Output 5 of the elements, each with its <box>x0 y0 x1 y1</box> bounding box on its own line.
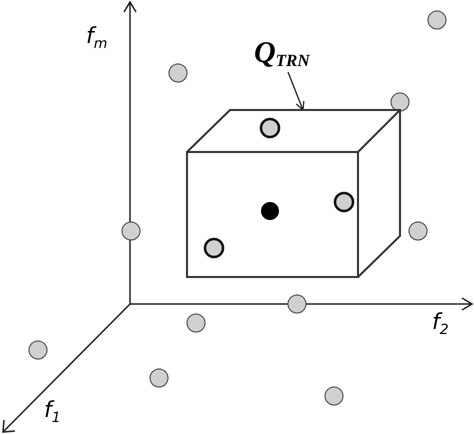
axis-label: f$_{m}$ <box>86 26 108 48</box>
leader-line <box>287 72 304 111</box>
axis-label: f$_{2}$ <box>432 312 449 334</box>
axis-label: f$_{1}$ <box>44 400 61 422</box>
region-label: Q$_{TRN}$ <box>254 38 310 68</box>
